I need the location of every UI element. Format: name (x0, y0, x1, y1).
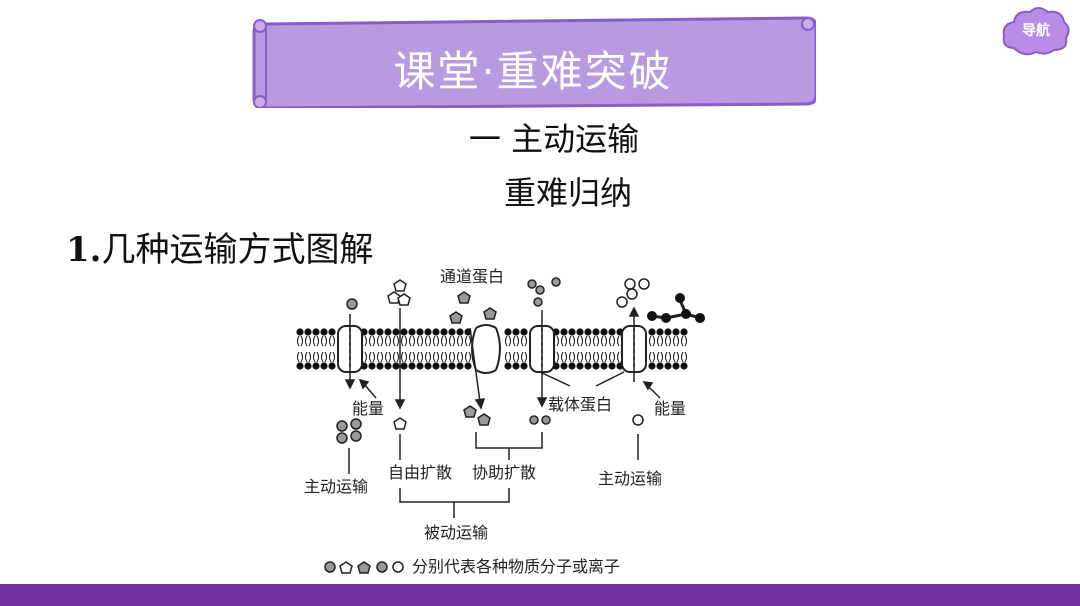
legend-text: 分别代表各种物质分子或离子 (412, 557, 621, 576)
membrane-diagram (296, 277, 705, 574)
label-energy-right: 能量 (654, 399, 687, 418)
nav-button[interactable]: 导航 (1000, 4, 1072, 58)
label-facilitated-diffusion: 协助扩散 (472, 463, 537, 482)
phospholipid-bilayer (296, 328, 688, 370)
nav-label: 导航 (1022, 23, 1050, 39)
subsection-heading: 重难归纳 (503, 174, 632, 212)
label-passive-transport: 被动运输 (424, 523, 489, 542)
cloud-icon (1002, 7, 1070, 56)
label-carrier-protein: 载体蛋白 (548, 395, 613, 414)
section-banner: 课堂·重难突破 (250, 16, 816, 108)
footer-bar (0, 584, 1080, 606)
point-number: 1. (66, 230, 102, 270)
label-active-transport-right: 主动运输 (598, 469, 663, 488)
label-active-transport-left: 主动运输 (304, 477, 369, 496)
transport-diagram: 通道蛋白 能量 载体蛋白 能量 主动运输 自由扩散 协助扩散 主动运输 被动运输… (290, 262, 710, 582)
point-text: 几种运输方式图解 (101, 230, 374, 270)
label-free-diffusion: 自由扩散 (388, 463, 453, 482)
channel-protein (471, 324, 501, 374)
point-title: 1.几种运输方式图解 (66, 222, 374, 271)
scroll-banner-shape (252, 16, 816, 108)
label-energy-left: 能量 (352, 399, 385, 418)
label-channel-protein: 通道蛋白 (440, 267, 505, 286)
section-heading: 一 主动运输 (468, 120, 640, 158)
banner-title: 课堂·重难突破 (393, 47, 673, 96)
